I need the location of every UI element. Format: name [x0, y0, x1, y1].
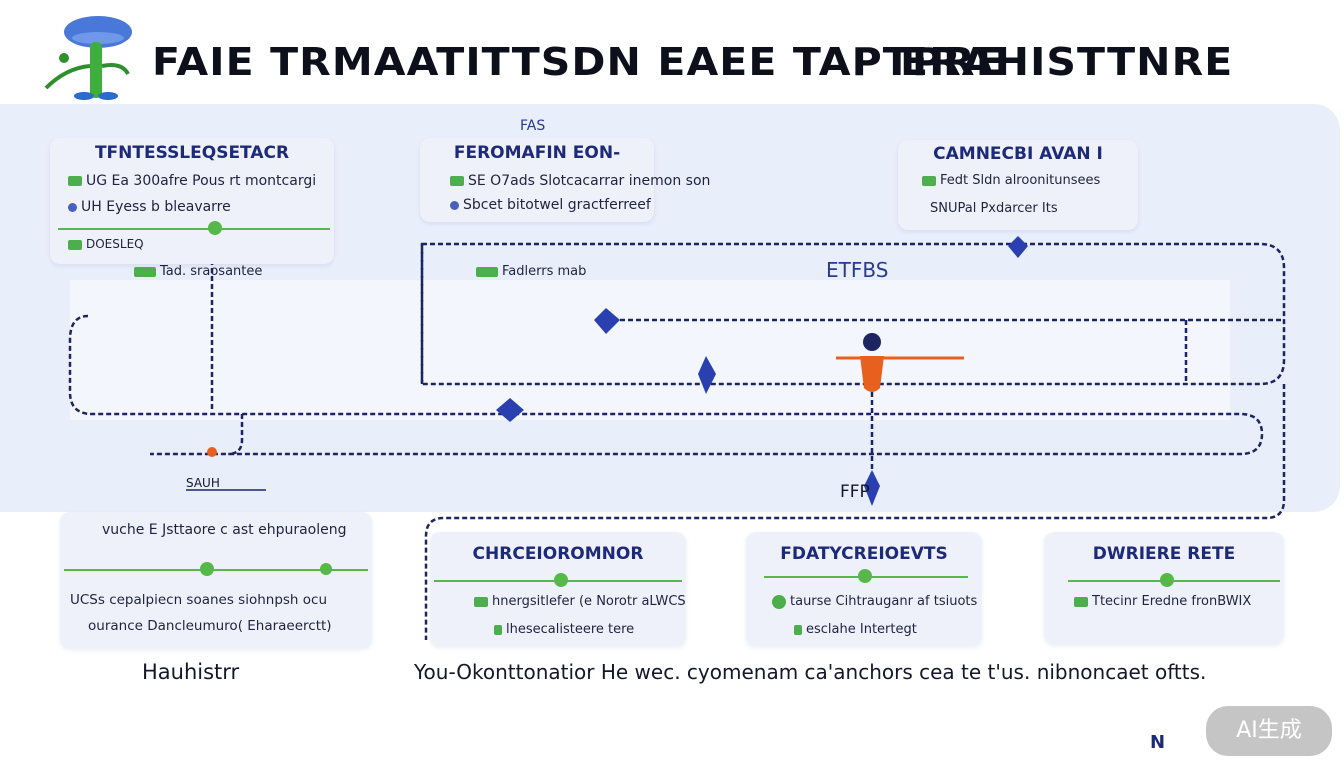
bullet-icon [450, 200, 459, 210]
card-bottom-left: vuche E Jsttaore c ast ehpuraoleng UCSs … [60, 512, 372, 648]
card-top-right: CAMNECBI AVAN I Fedt Sldn alroonitunsees… [898, 140, 1138, 230]
label-sub-left: SAUH [186, 476, 220, 490]
card-bottom-right-row-1: Ttecinr Eredne fronBWIX [1074, 594, 1251, 609]
card-top-mid: FEROMAFIN EON- SE O7ads Slotcacarrar ine… [420, 138, 710, 222]
label-ffp: FFP [840, 482, 870, 502]
bullet-icon [476, 266, 498, 277]
card-bottom-mid2-row-1: taurse Cihtrauganr af tsiuots [772, 594, 977, 609]
card-top-left-row-1: UG Ea 300afre Pous rt montcargi [68, 173, 316, 189]
card-top-left-row-3: DOESLEQ [68, 237, 144, 251]
card-bottom-mid-row-1: hnergsitlefer (e Norotr aLWCS [474, 594, 686, 609]
progress-line [64, 569, 368, 571]
diagram-inner-band [70, 280, 1230, 420]
label-etfbs: ETFBS [826, 258, 889, 282]
title-bar: FAIE TRMAATITTSDN EAEE TAPTPRE ERAHISTTN… [0, 0, 1344, 100]
bullet-icon [794, 624, 802, 635]
card-bottom-mid2-heading: FDATYCREIOEVTS [780, 544, 948, 564]
progress-dot [554, 573, 568, 587]
card-top-right-row-1: Fedt Sldn alroonitunsees [922, 173, 1100, 188]
card-bottom-mid2: FDATYCREIOEVTS taurse Cihtrauganr af tsi… [746, 532, 982, 646]
card-bottom-mid-heading: CHRCEIOROMNOR [472, 544, 644, 564]
card-bottom-left-row-2: ourance Dancleumuro( Eharaeerctt) [88, 618, 332, 634]
mushroom-figure-logo-icon [44, 16, 132, 100]
ai-generated-watermark: AI生成 [1206, 706, 1332, 756]
caption-right: You-Okonttonatior He wec. cyomenam ca'an… [414, 660, 1207, 684]
card-top-mid-tag: FAS [520, 118, 546, 134]
progress-dot [320, 563, 332, 575]
bullet-icon [68, 239, 82, 250]
card-top-right-heading: CAMNECBI AVAN I [933, 144, 1103, 164]
card-bottom-mid-row-2: lhesecalisteere tere [494, 622, 634, 637]
bullet-icon [494, 624, 502, 635]
progress-dot [858, 569, 872, 583]
bullet-icon [922, 175, 936, 186]
progress-dot [200, 562, 214, 576]
card-top-left-heading: TFNTESSLEQSETACR [94, 143, 290, 163]
progress-line [58, 228, 330, 230]
diagram-title-left: FAIE TRMAATITTSDN EAEE TAPTPRE [152, 40, 1005, 84]
card-top-left-row-2: UH Eyess b bleavarre [68, 199, 231, 215]
progress-dot [208, 221, 222, 235]
card-top-right-row-2: SNUPal Pxdarcer Its [930, 201, 1058, 216]
bullet-icon [450, 176, 464, 186]
card-bottom-right: DWRIERE RETE Ttecinr Eredne fronBWIX [1044, 532, 1284, 644]
card-top-mid-heading: FEROMAFIN EON- [453, 143, 621, 163]
card-bottom-left-row-1: UCSs cepalpiecn soanes siohnpsh ocu [70, 592, 328, 608]
card-top-mid-row-2: Sbcet bitotwel gractferreef [450, 197, 651, 213]
progress-dot [1160, 573, 1174, 587]
card-top-mid-row-1: SE O7ads Slotcacarrar inemon son [450, 173, 710, 189]
person-node-icon [836, 333, 964, 392]
card-bottom-left-heading: vuche E Jsttaore c ast ehpuraoleng [102, 522, 347, 538]
bullet-icon [134, 266, 156, 277]
bullet-icon [474, 596, 488, 607]
card-top-left: TFNTESSLEQSETACR UG Ea 300afre Pous rt m… [50, 138, 334, 264]
card-bottom-mid: CHRCEIOROMNOR hnergsitlefer (e Norotr aL… [430, 532, 686, 646]
bullet-icon [68, 176, 82, 186]
card-bottom-right-heading: DWRIERE RETE [1092, 544, 1236, 564]
caption-left: Hauhistrr [142, 660, 240, 684]
bullet-icon [772, 594, 786, 609]
card-bottom-mid2-row-2: esclahe Intertegt [794, 622, 917, 637]
bullet-icon [68, 202, 77, 212]
card-top-mid-sub: Fadlerrs mab [476, 264, 586, 279]
corner-mark: N [1150, 732, 1166, 753]
bullet-icon [1074, 596, 1088, 607]
card-top-left-sub: Tad. sraosantee [134, 264, 262, 279]
progress-line [1068, 580, 1280, 582]
diagram-title-right: ERAHISTTNRE [900, 40, 1234, 84]
